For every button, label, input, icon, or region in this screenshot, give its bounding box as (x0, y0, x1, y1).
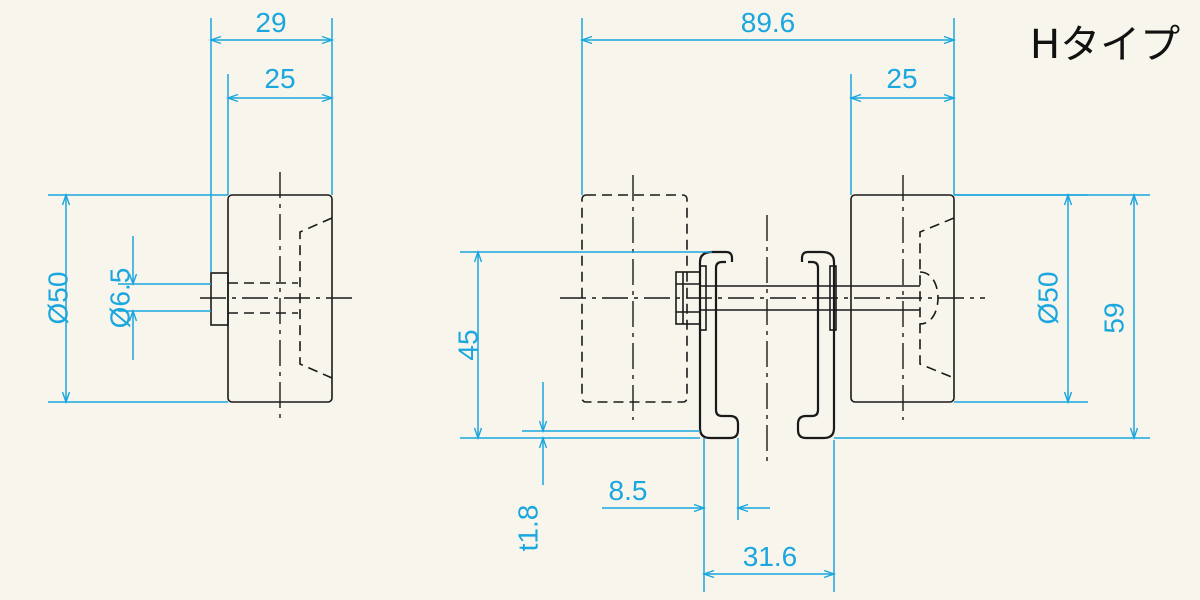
dim-left-diameter: Ø50 (42, 272, 73, 325)
dim-thickness: t1.8 (512, 505, 543, 552)
channel-left-top-lip (698, 250, 734, 263)
left-roller-view (200, 172, 355, 420)
channel-left-wall (698, 260, 740, 440)
dim-right-diameter: Ø50 (1032, 272, 1063, 325)
channel-right-wall (796, 260, 836, 440)
type-title: Hタイプ (1030, 22, 1180, 68)
left-shaft-stub (210, 272, 229, 326)
left-shaft-hidden (228, 282, 298, 314)
dim-left-width-total: 29 (255, 7, 286, 38)
left-dimensions: 29 25 Ø50 Ø6.5 (42, 7, 335, 405)
dim-slot-width: 8.5 (609, 475, 648, 506)
dim-rail-height: 45 (452, 329, 483, 360)
dim-left-shaft-diameter: Ø6.5 (104, 268, 135, 329)
dim-rail-width: 31.6 (743, 541, 798, 572)
front-dimensions: 89.6 25 45 Ø50 59 t1.8 8.5 31.6 (452, 7, 1150, 592)
dim-right-width-roller: 25 (886, 63, 917, 94)
dim-left-width-roller: 25 (264, 63, 295, 94)
front-left-roller (581, 194, 688, 403)
dim-overall-height: 59 (1098, 302, 1129, 333)
channel-right-top-lip (800, 250, 836, 263)
dim-overall-width: 89.6 (741, 7, 796, 38)
front-assembly-view (560, 175, 985, 465)
